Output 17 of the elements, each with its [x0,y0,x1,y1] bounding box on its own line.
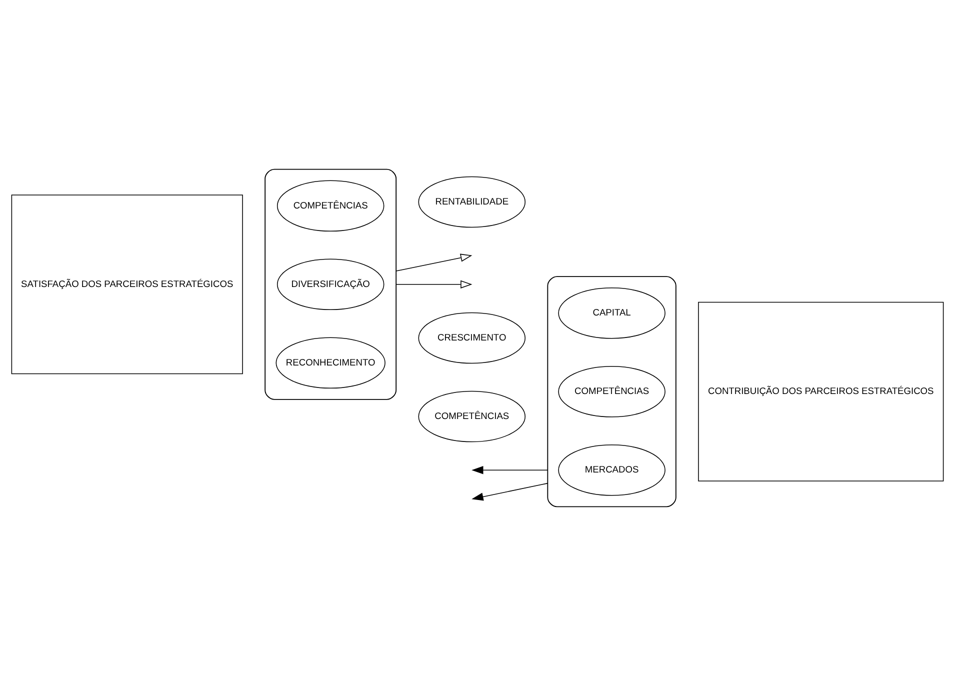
node-ellipse: DIVERSIFICAÇÃO [276,258,384,310]
node-ellipse: CAPITAL [558,286,666,338]
cluster [264,168,397,400]
node-ellipse: RECONHECIMENTO [276,336,386,388]
node-ellipse: RENTABILIDADE [418,176,526,228]
arrow [472,482,548,500]
node-ellipse: MERCADOS [558,444,666,496]
node-ellipse: COMPETÊNCIAS [418,390,526,442]
arrow [472,466,548,474]
node-box: SATISFAÇÃO DOS PARCEIROS ESTRATÉGICOS [11,194,243,374]
arrow [396,253,472,271]
cluster [547,276,676,507]
node-ellipse: COMPETÊNCIAS [558,365,666,417]
node-box: CONTRIBUIÇÃO DOS PARCEIROS ESTRATÉGICOS [698,301,944,481]
node-ellipse: COMPETÊNCIAS [276,180,384,231]
arrow [396,280,472,288]
node-ellipse: CRESCIMENTO [418,312,526,364]
